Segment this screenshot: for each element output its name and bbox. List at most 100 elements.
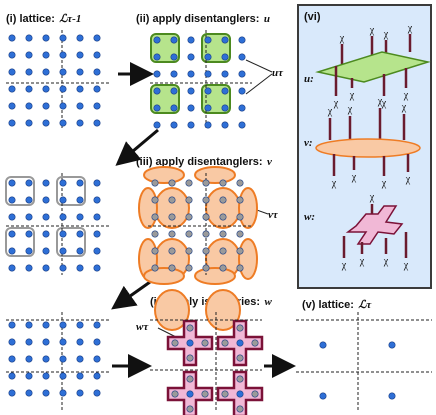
disentangler-v-tensor <box>315 138 421 158</box>
lattice-site <box>170 36 178 44</box>
lattice-site <box>59 230 67 238</box>
lattice-site <box>185 213 193 221</box>
lattice-site <box>93 213 101 221</box>
lattice-site <box>8 355 16 363</box>
lattice-site <box>25 389 33 397</box>
lattice-site <box>238 53 246 61</box>
panel-v-title: (v) lattice: ℒτ <box>302 295 372 312</box>
bond-dimension-label: χ <box>351 172 357 183</box>
lattice-site <box>202 264 210 272</box>
lattice-site <box>170 104 178 112</box>
lattice-site <box>59 68 67 76</box>
lattice-site <box>76 68 84 76</box>
lattice-site <box>219 230 227 238</box>
lattice-site <box>187 36 195 44</box>
lattice-site <box>25 213 33 221</box>
coarse-site <box>236 339 244 347</box>
lattice-site <box>204 87 212 95</box>
lattice-site <box>170 87 178 95</box>
lattice-site <box>201 339 209 347</box>
disentangler-v-partial <box>143 166 185 184</box>
lattice-site <box>8 247 16 255</box>
bond-dimension-label: χ <box>369 192 375 203</box>
disentangler-v-partial <box>194 267 236 285</box>
lattice-site <box>93 102 101 110</box>
lattice-site <box>236 354 244 362</box>
lattice-site <box>93 372 101 380</box>
lattice-site <box>25 321 33 329</box>
lattice-site <box>93 68 101 76</box>
lattice-site <box>168 196 176 204</box>
lattice-site <box>93 51 101 59</box>
bond-dimension-label: χ <box>359 256 365 267</box>
lattice-site <box>42 102 50 110</box>
lattice-site <box>153 53 161 61</box>
lattice-site <box>238 121 246 129</box>
lattice-site <box>42 119 50 127</box>
lattice-site <box>25 34 33 42</box>
lattice-site <box>151 247 159 255</box>
lattice-site <box>187 53 195 61</box>
lattice-site <box>8 389 16 397</box>
lattice-site <box>168 213 176 221</box>
panel-iii-title: (iii) apply disentanglers: v <box>136 152 272 169</box>
lattice-site <box>187 104 195 112</box>
lattice-site <box>8 102 16 110</box>
lattice-site <box>76 230 84 238</box>
lattice-site <box>238 104 246 112</box>
panel-i-title: (i) lattice: ℒτ-1 <box>6 9 81 26</box>
lattice-site <box>185 247 193 255</box>
lattice-site <box>153 36 161 44</box>
lattice-site <box>202 179 210 187</box>
isometry-w-tensor <box>345 205 404 245</box>
lattice-site <box>42 51 50 59</box>
bond-dimension-label: χ <box>377 96 383 107</box>
lattice-site <box>76 179 84 187</box>
u-tensor-label: u: <box>304 73 314 85</box>
lattice-site <box>221 87 229 95</box>
lattice-site <box>219 247 227 255</box>
lattice-site <box>42 247 50 255</box>
lattice-site <box>185 230 193 238</box>
lattice-site <box>76 196 84 204</box>
lattice-site <box>170 53 178 61</box>
coarse-site <box>319 341 327 349</box>
lattice-site <box>59 338 67 346</box>
lattice-site <box>93 338 101 346</box>
lattice-site <box>168 264 176 272</box>
lattice-site <box>8 179 16 187</box>
lattice-site <box>8 372 16 380</box>
disentangler-v <box>154 187 190 229</box>
lattice-site <box>153 70 161 78</box>
panel-ii-title: (ii) apply disentanglers: u <box>136 9 270 26</box>
arrow-ii-to-iii <box>115 128 159 166</box>
lattice-site <box>59 247 67 255</box>
disentangler-v-partial <box>194 166 236 184</box>
lattice-site <box>168 247 176 255</box>
lattice-site <box>153 87 161 95</box>
disentangler-v-partial <box>138 187 158 229</box>
disentangler-v <box>205 187 241 229</box>
bond-dimension-label: χ <box>341 260 347 271</box>
lattice-site <box>236 179 244 187</box>
lattice-site <box>202 230 210 238</box>
lattice-site <box>238 87 246 95</box>
lattice-site <box>25 196 33 204</box>
lattice-site <box>93 119 101 127</box>
lattice-site <box>76 34 84 42</box>
lattice-site <box>236 264 244 272</box>
lattice-site <box>76 51 84 59</box>
bond-dimension-label: χ <box>331 178 337 189</box>
lattice-site <box>8 196 16 204</box>
lattice-site <box>171 390 179 398</box>
lattice-site <box>8 51 16 59</box>
lattice-site <box>76 264 84 272</box>
bond-dimension-label: χ <box>327 106 333 117</box>
lattice-site <box>151 264 159 272</box>
bond-dimension-label: χ <box>405 174 411 185</box>
lattice-site <box>25 119 33 127</box>
lattice-site <box>25 51 33 59</box>
lattice-site <box>93 355 101 363</box>
lattice-site <box>186 354 194 362</box>
lattice-site <box>42 34 50 42</box>
